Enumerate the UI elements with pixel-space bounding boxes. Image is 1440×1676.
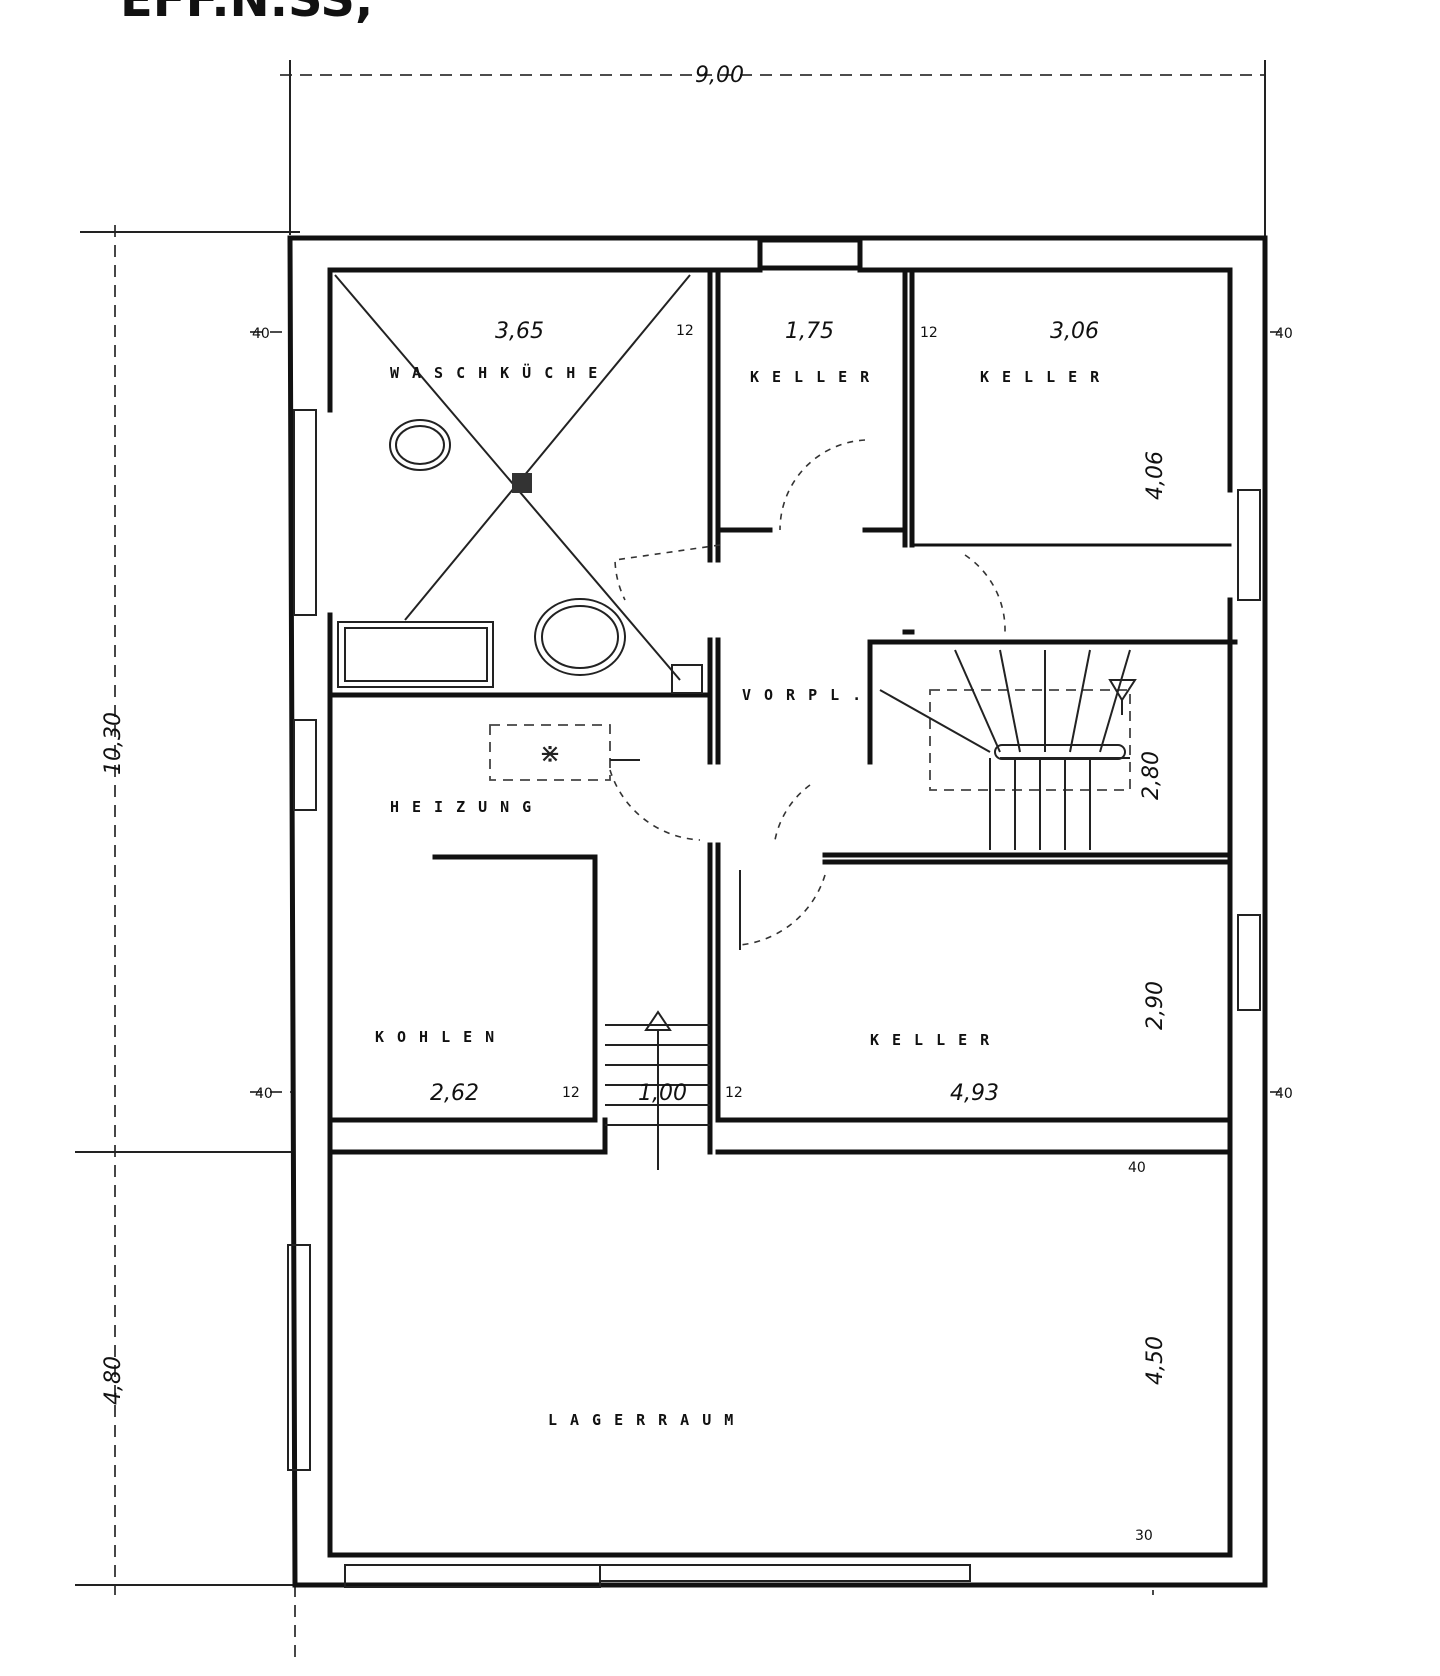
- dim-keller-right-height: 4,06: [1143, 451, 1168, 500]
- dim-wall-40-top-right: 40: [1275, 326, 1293, 342]
- room-label-vorplatz: VORPL.: [742, 686, 874, 704]
- svg-text:⋇: ⋇: [539, 739, 561, 769]
- room-label-kohlen: KOHLEN: [375, 1028, 507, 1046]
- dim-overall-height: 10,30: [101, 712, 126, 775]
- dim-keller-lower-height: 2,90: [1143, 981, 1168, 1030]
- dim-passage-width: 1,00: [638, 1081, 687, 1106]
- dim-lagerraum-height: 4,50: [1143, 1336, 1168, 1385]
- dimension-labels: 9,00 10,30 4,80 3,65 1,75 3,06 4,06 2,80…: [101, 63, 1293, 1544]
- window-keller-lower: [1237, 914, 1261, 1011]
- room-label-heizung: HEIZUNG: [390, 798, 544, 816]
- interior-walls: [327, 267, 1238, 1155]
- dim-wall-12-d: 12: [725, 1085, 743, 1101]
- furnace-icon: [489, 724, 611, 781]
- dim-stair-height: 2,80: [1139, 751, 1164, 800]
- window-heizung: [293, 719, 317, 811]
- windows: [287, 409, 1261, 1588]
- dim-wall-40-mid-left: 40: [255, 1086, 273, 1102]
- exterior-walls: [287, 235, 1268, 1588]
- dim-wall-30: 30: [1135, 1528, 1153, 1544]
- room-label-keller-right: KELLER: [980, 368, 1112, 386]
- dim-wall-12-c: 12: [562, 1085, 580, 1101]
- sink-icon: [337, 621, 494, 688]
- door-swings: [609, 439, 1006, 950]
- plan-title: EFF.N.SS,: [120, 0, 373, 28]
- dim-keller-lower-width: 4,93: [950, 1081, 999, 1106]
- dim-wall-40-mid-right: 40: [1275, 1086, 1293, 1102]
- dim-wall-40-lager: 40: [1128, 1160, 1146, 1176]
- room-label-lagerraum: LAGERRAUM: [548, 1411, 746, 1429]
- stair-arrow-icon: [1108, 679, 1137, 702]
- dim-waschkueche-width: 3,65: [495, 319, 544, 344]
- dim-overall-width: 9,00: [695, 63, 744, 88]
- dim-wall-40-top-left: 40: [252, 326, 270, 342]
- boiler-icon: [534, 598, 626, 676]
- room-label-keller-lower: KELLER: [870, 1031, 1002, 1049]
- staircase: [605, 649, 1137, 1170]
- wash-tub-icon: [389, 419, 451, 471]
- window-lagerraum-left: [287, 1244, 311, 1471]
- window-bottom-right: [599, 1564, 971, 1582]
- window-waschkueche: [293, 409, 317, 616]
- dim-wall-12-b: 12: [920, 325, 938, 341]
- room-labels: WASCHKÜCHE KELLER KELLER VORPL. HEIZUNG …: [375, 363, 1112, 1429]
- window-keller-right: [1237, 489, 1261, 601]
- waschkueche-fixtures: [334, 274, 703, 694]
- dim-keller-right-width: 3,06: [1050, 319, 1099, 344]
- dim-keller-small-width: 1,75: [785, 319, 834, 344]
- room-label-keller-small: KELLER: [750, 368, 882, 386]
- dim-kohlen-width: 2,62: [430, 1081, 479, 1106]
- chimney-niche: [757, 237, 863, 271]
- dim-wall-12-a: 12: [676, 323, 694, 339]
- room-label-waschkueche: WASCHKÜCHE: [390, 363, 610, 382]
- dim-lower-height: 4,80: [101, 1356, 126, 1405]
- floor-drain-icon: [512, 473, 532, 493]
- heating-fixture: ⋇: [489, 724, 611, 781]
